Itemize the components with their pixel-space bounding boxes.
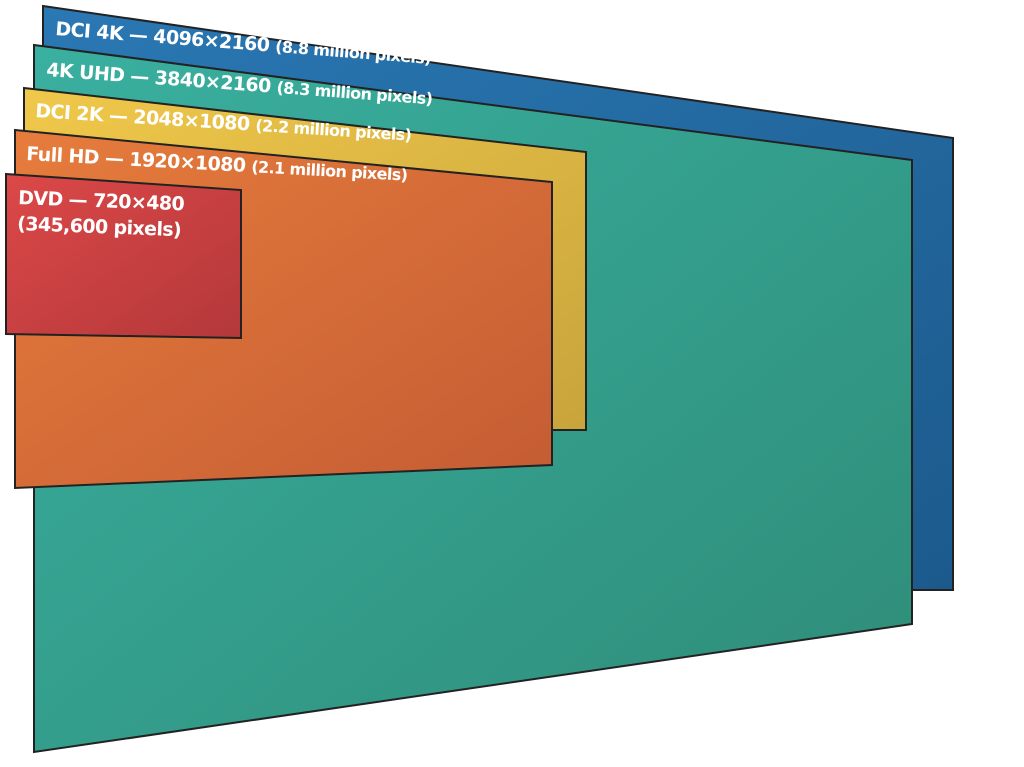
- label-dvd-dims: 720×480: [93, 190, 185, 215]
- label-dvd-name: DVD: [18, 187, 63, 211]
- label-dci-2k-name: DCI 2K: [35, 100, 106, 126]
- label-dvd: DVD — 720×480 (345,600 pixels): [17, 187, 191, 242]
- label-dci-4k-sep: —: [122, 23, 154, 47]
- label-dci-2k-sep: —: [102, 104, 134, 128]
- label-dvd-sep: —: [62, 189, 93, 212]
- layer-dvd: DVD — 720×480 (345,600 pixels): [5, 172, 242, 340]
- panel-dvd: [5, 172, 242, 340]
- label-full-hd-sep: —: [98, 147, 130, 171]
- label-uhd-4k-sep: —: [123, 65, 155, 89]
- label-full-hd-name: Full HD: [26, 143, 100, 169]
- label-dci-4k-name: DCI 4K: [55, 18, 126, 45]
